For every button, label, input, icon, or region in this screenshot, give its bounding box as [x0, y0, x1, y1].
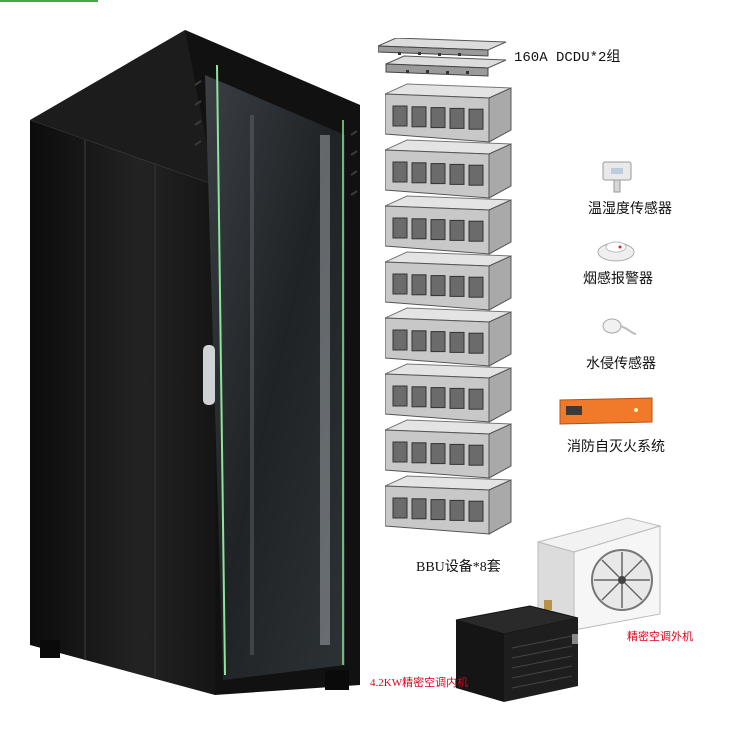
bbu-unit	[384, 195, 512, 255]
server-rack-icon	[30, 30, 360, 695]
bbu-unit	[384, 251, 512, 311]
indoor-unit-label: 4.2KW精密空调内机	[370, 677, 469, 689]
bbu-unit	[384, 139, 512, 199]
ac-indoor-unit-icon	[455, 605, 579, 702]
bbu-unit	[384, 307, 512, 367]
corner-accent	[0, 0, 98, 2]
smoke-alarm-label: 烟感报警器	[583, 272, 653, 287]
bbu-unit	[384, 363, 512, 423]
temperature-humidity-sensor-icon	[602, 161, 632, 193]
fire-suppression-panel-icon	[559, 397, 653, 425]
water-leak-label: 水侵传感器	[586, 357, 656, 372]
ac-outdoor-unit-icon	[536, 517, 662, 631]
bbu-stack-drawing	[384, 83, 512, 535]
water-leak-sensor-icon	[602, 318, 637, 335]
power-distribution-unit-icon	[378, 38, 507, 77]
dcdu-label: 160A DCDU*2组	[514, 50, 621, 66]
smoke-detector-icon	[597, 241, 635, 262]
bbu-label: BBU设备*8套	[416, 560, 501, 575]
bbu-unit	[384, 475, 512, 535]
baseband-unit-icon	[384, 78, 515, 548]
bbu-unit	[384, 419, 512, 479]
outdoor-unit-label: 精密空调外机	[627, 631, 693, 643]
temp-humidity-label: 温湿度传感器	[588, 202, 672, 217]
fire-suppression-label: 消防自灭火系统	[567, 440, 665, 455]
bbu-unit	[384, 83, 512, 143]
